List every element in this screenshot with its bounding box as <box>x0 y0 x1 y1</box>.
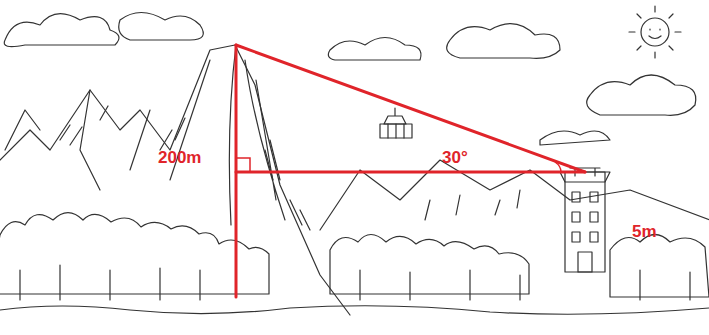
tower-height-label: 5m <box>630 222 659 241</box>
height-label: 200m <box>156 148 203 167</box>
angle-label: 30° <box>440 148 470 167</box>
